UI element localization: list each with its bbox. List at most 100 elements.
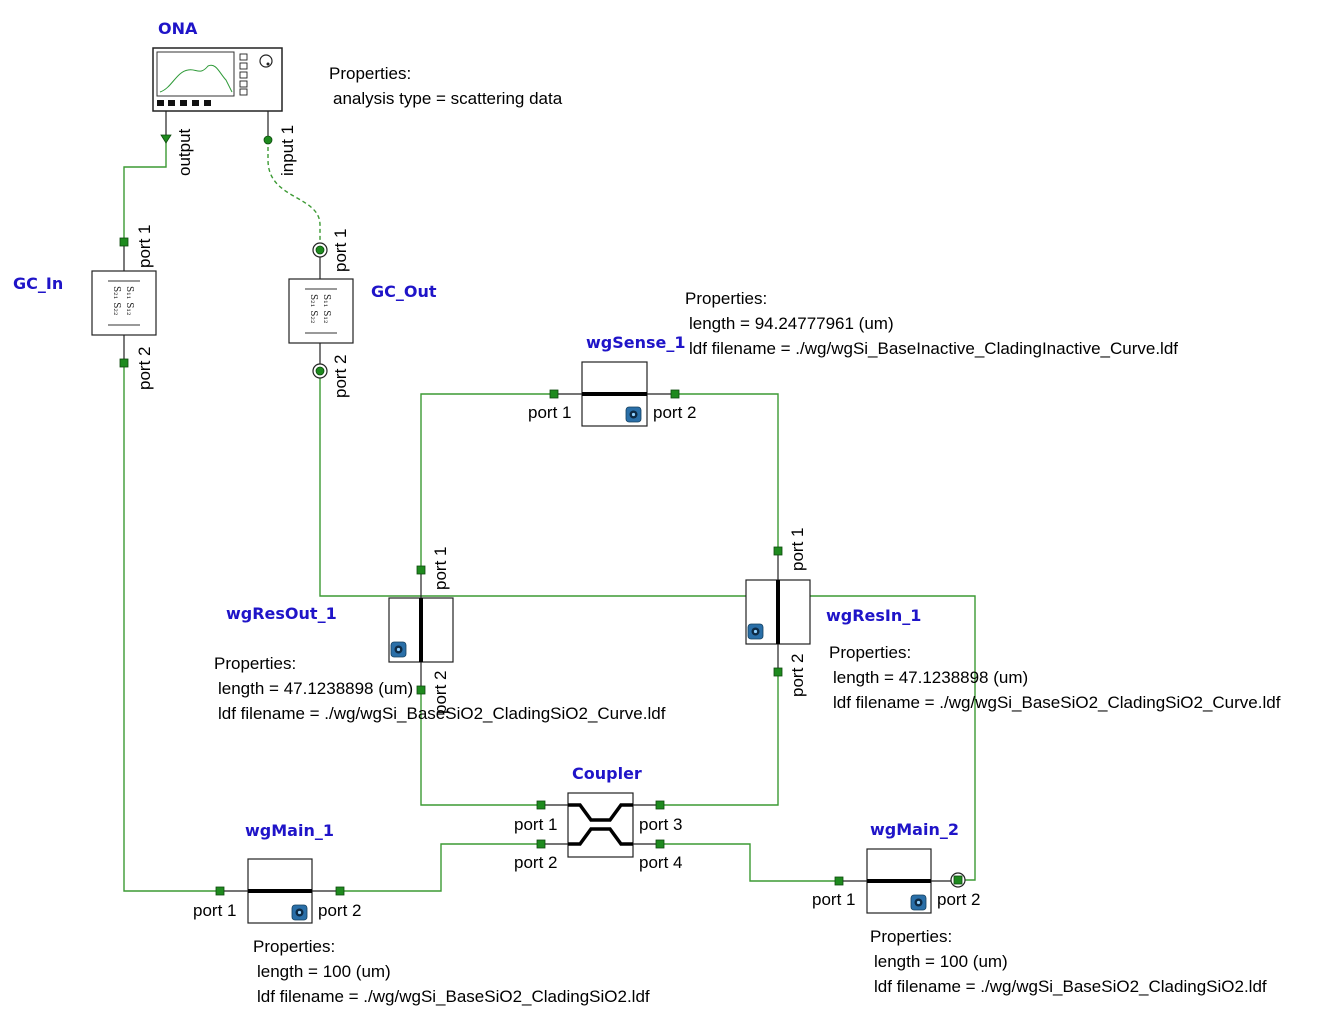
wg-res-out-port2-label: port 2 (431, 671, 450, 714)
gc-in-port2[interactable] (119, 358, 129, 368)
wg-sense-prop-length: length = 94.24777961 (um) (689, 314, 894, 333)
wire-wgsense-wgresin[interactable] (675, 393, 779, 551)
wg-res-in-port2[interactable] (773, 667, 783, 677)
wg-sense-port2[interactable] (670, 389, 680, 399)
gc-in-port1-label: port 1 (135, 225, 154, 268)
wg-sense-port1-label: port 1 (528, 403, 571, 422)
wg-main1-mode-icon (291, 904, 308, 921)
wire-wgresin-coupler[interactable] (660, 672, 779, 806)
wg-res-in-prop-length: length = 47.1238898 (um) (833, 668, 1028, 687)
wg-main2-mode-icon (910, 894, 927, 911)
ona-knob-icon (259, 54, 273, 68)
wire-wgsense-wgresout[interactable] (420, 393, 554, 570)
ona-input-label: input 1 (278, 125, 297, 176)
wire-coupler-wgmain2[interactable] (660, 843, 839, 882)
wg-main1-prop-ldf: ldf filename = ./wg/wgSi_BaseSiO2_Cladin… (257, 987, 650, 1006)
ona-screen (156, 51, 235, 97)
wg-main2-properties-heading: Properties: (870, 927, 952, 946)
svg-text:S₂₁ S₂₂: S₂₁ S₂₂ (111, 286, 121, 316)
ona-label: ONA (158, 19, 198, 38)
wg-main2-port2-label: port 2 (937, 890, 980, 909)
wire-wgmain1-coupler[interactable] (340, 843, 541, 892)
coupler-port2[interactable] (536, 839, 546, 849)
wg-sense-mode-icon (625, 406, 642, 423)
gc-in-smatrix-icon: S₁₁ S₁₂ S₂₁ S₂₂ (108, 280, 140, 326)
wg-main2-port1[interactable] (834, 876, 844, 886)
wg-main1-label: wgMain_1 (245, 821, 334, 840)
wg-main2-port2[interactable] (953, 875, 963, 885)
wg-main1-port2-label: port 2 (318, 901, 361, 920)
wg-sense-component[interactable]: Properties: length = 94.24777961 (um) ld… (528, 289, 1178, 427)
wg-main1-component[interactable]: wgMain_1 port 1 port 2 Properties: lengt… (193, 821, 650, 1006)
wg-res-in-prop-ldf: ldf filename = ./wg/wgSi_BaseSiO2_Cladin… (833, 693, 1281, 712)
ona-input-port[interactable] (263, 135, 273, 145)
ona-output-label: output (175, 128, 194, 176)
wg-sense-properties-heading: Properties: (685, 289, 767, 308)
ona-output-port[interactable] (160, 134, 172, 144)
gc-in-body[interactable] (91, 270, 157, 336)
wg-main1-prop-length: length = 100 (um) (257, 962, 391, 981)
wire-gcin-wgmain1[interactable] (123, 363, 220, 892)
gc-in-port2-label: port 2 (135, 347, 154, 390)
gc-out-port1[interactable] (315, 245, 325, 255)
wg-sense-prop-ldf: ldf filename = ./wg/wgSi_BaseInactive_Cl… (689, 339, 1178, 358)
wires (123, 140, 976, 892)
wg-main1-port1[interactable] (215, 886, 225, 896)
ona-side-buttons (239, 53, 248, 96)
coupler-port4[interactable] (655, 839, 665, 849)
wg-res-out-label: wgResOut_1 (226, 604, 337, 623)
wg-sense-port2-label: port 2 (653, 403, 696, 422)
wg-main2-label: wgMain_2 (870, 820, 959, 839)
coupler-component[interactable]: Coupler port 1 port 2 port 3 port 4 (514, 764, 682, 872)
gc-out-port2[interactable] (315, 366, 325, 376)
wg-res-in-port1-label: port 1 (788, 528, 807, 571)
wire-gcout-wgmain2[interactable] (319, 371, 976, 881)
ona-properties-heading: Properties: (329, 64, 411, 83)
wg-res-in-label: wgResIn_1 (826, 606, 921, 625)
coupler-port3-label: port 3 (639, 815, 682, 834)
ona-trace-icon (159, 64, 233, 93)
wire-wgresout-coupler[interactable] (420, 690, 541, 806)
wg-res-in-mode-icon (747, 623, 764, 640)
wg-res-in-port1[interactable] (773, 546, 783, 556)
gc-in-component[interactable]: GC_In S₁₁ S₁₂ S₂₁ S₂₂ port 1 port 2 (13, 225, 157, 390)
gc-in-label: GC_In (13, 274, 63, 293)
wire-ona-output-gcin[interactable] (123, 140, 167, 242)
ona-component[interactable]: ONA output input 1 Properties: analysis … (152, 19, 563, 176)
coupler-port4-label: port 4 (639, 853, 682, 872)
gc-in-port1[interactable] (119, 237, 129, 247)
coupler-label: Coupler (572, 764, 642, 783)
coupler-port2-label: port 2 (514, 853, 557, 872)
wg-res-out-port2[interactable] (416, 685, 426, 695)
svg-text:S₁₁ S₁₂: S₁₁ S₁₂ (124, 286, 134, 316)
wg-main2-prop-ldf: ldf filename = ./wg/wgSi_BaseSiO2_Cladin… (874, 977, 1267, 996)
wg-res-out-prop-ldf: ldf filename = ./wg/wgSi_BaseSiO2_Cladin… (218, 704, 666, 723)
wg-main1-port2[interactable] (335, 886, 345, 896)
wg-res-out-port1-label: port 1 (431, 547, 450, 590)
wg-res-out-port1[interactable] (416, 565, 426, 575)
wg-main2-prop-length: length = 100 (um) (874, 952, 1008, 971)
wg-main2-component[interactable]: wgMain_2 port 1 port 2 Properties: lengt… (812, 820, 1267, 996)
svg-text:S₁₁ S₁₂: S₁₁ S₁₂ (321, 294, 331, 324)
wg-res-in-properties-heading: Properties: (829, 643, 911, 662)
wg-res-out-prop-length: length = 47.1238898 (um) (218, 679, 413, 698)
wg-res-in-component[interactable]: wgResIn_1 port 1 port 2 Properties: leng… (745, 528, 1281, 712)
wg-main1-port1-label: port 1 (193, 901, 236, 920)
coupler-port1[interactable] (536, 800, 546, 810)
coupler-lower-arm (568, 827, 633, 846)
gc-out-smatrix-icon: S₁₁ S₁₂ S₂₁ S₂₂ (305, 288, 337, 334)
coupler-body[interactable] (567, 792, 634, 858)
ona-prop-analysis-type: analysis type = scattering data (333, 89, 563, 108)
svg-text:S₂₁ S₂₂: S₂₁ S₂₂ (308, 294, 318, 324)
ona-bottom-buttons (157, 100, 211, 106)
gc-out-body[interactable] (288, 278, 354, 344)
coupler-port3[interactable] (655, 800, 665, 810)
gc-out-component[interactable]: GC_Out S₁₁ S₁₂ S₂₁ S₂₂ port 1 port 2 (288, 229, 437, 398)
wg-res-out-properties-heading: Properties: (214, 654, 296, 673)
wg-res-out-component[interactable]: wgResOut_1 port 1 port 2 Properties: len… (214, 547, 666, 723)
gc-out-label: GC_Out (371, 282, 437, 301)
wg-main1-properties-heading: Properties: (253, 937, 335, 956)
wg-res-in-port2-label: port 2 (788, 654, 807, 697)
wg-sense-port1[interactable] (549, 389, 559, 399)
